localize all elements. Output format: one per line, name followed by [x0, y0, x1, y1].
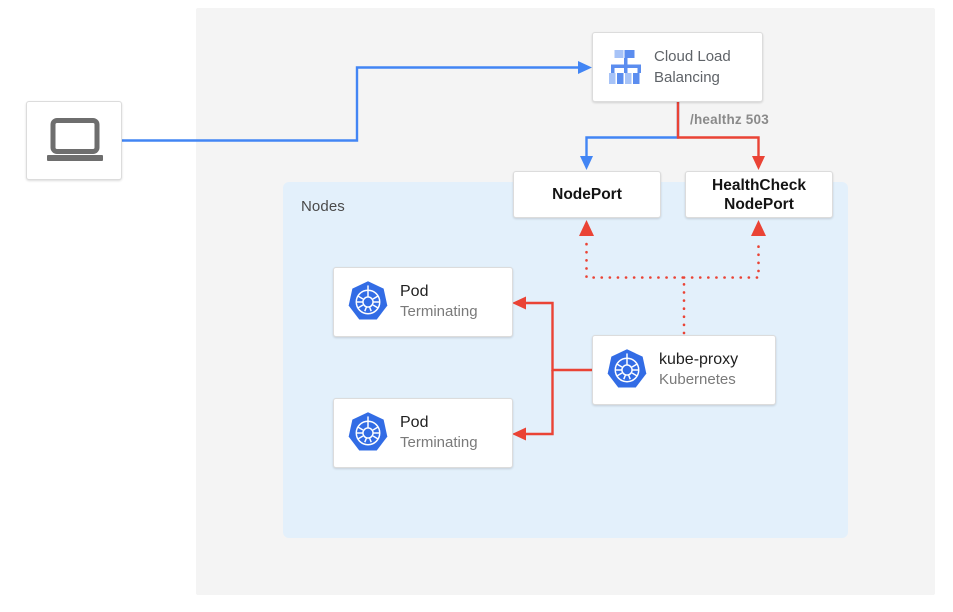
pod-text: Pod Terminating — [400, 282, 478, 322]
clb-label-line1: Cloud Load — [654, 48, 731, 65]
healthcheck-label-line2: NodePort — [724, 195, 794, 213]
pod-status: Terminating — [400, 303, 478, 320]
kube-proxy-title: kube-proxy — [659, 351, 739, 368]
client-laptop-card — [26, 101, 122, 180]
nodes-region-label: Nodes — [301, 198, 345, 215]
kube-proxy-subtitle: Kubernetes — [659, 371, 736, 388]
kubernetes-icon — [604, 347, 650, 393]
laptop-icon — [47, 118, 103, 161]
kubernetes-icon — [345, 410, 391, 456]
pod-card: Pod Terminating — [333, 398, 513, 468]
kube-proxy-card: kube-proxy Kubernetes — [592, 335, 776, 405]
kube-proxy-text: kube-proxy Kubernetes — [659, 350, 738, 390]
load-balancer-icon — [604, 45, 648, 89]
nodeport-card: NodePort — [513, 171, 661, 218]
healthcheck-nodeport-card: HealthCheck NodePort — [685, 171, 833, 218]
pod-card: Pod Terminating — [333, 267, 513, 337]
pod-title: Pod — [400, 414, 429, 431]
healthz-edge-label: /healthz 503 — [690, 112, 769, 127]
healthcheck-nodeport-label: HealthCheck NodePort — [712, 176, 806, 214]
pod-text: Pod Terminating — [400, 413, 478, 453]
pod-title: Pod — [400, 283, 429, 300]
nodeport-label: NodePort — [552, 186, 622, 203]
pod-status: Terminating — [400, 434, 478, 451]
clb-label-line2: Balancing — [654, 69, 720, 86]
cloud-load-balancing-card: Cloud Load Balancing — [592, 32, 763, 102]
cloud-load-balancing-label: Cloud Load Balancing — [654, 46, 731, 88]
healthcheck-label-line1: HealthCheck — [712, 176, 806, 194]
kubernetes-icon — [345, 279, 391, 325]
